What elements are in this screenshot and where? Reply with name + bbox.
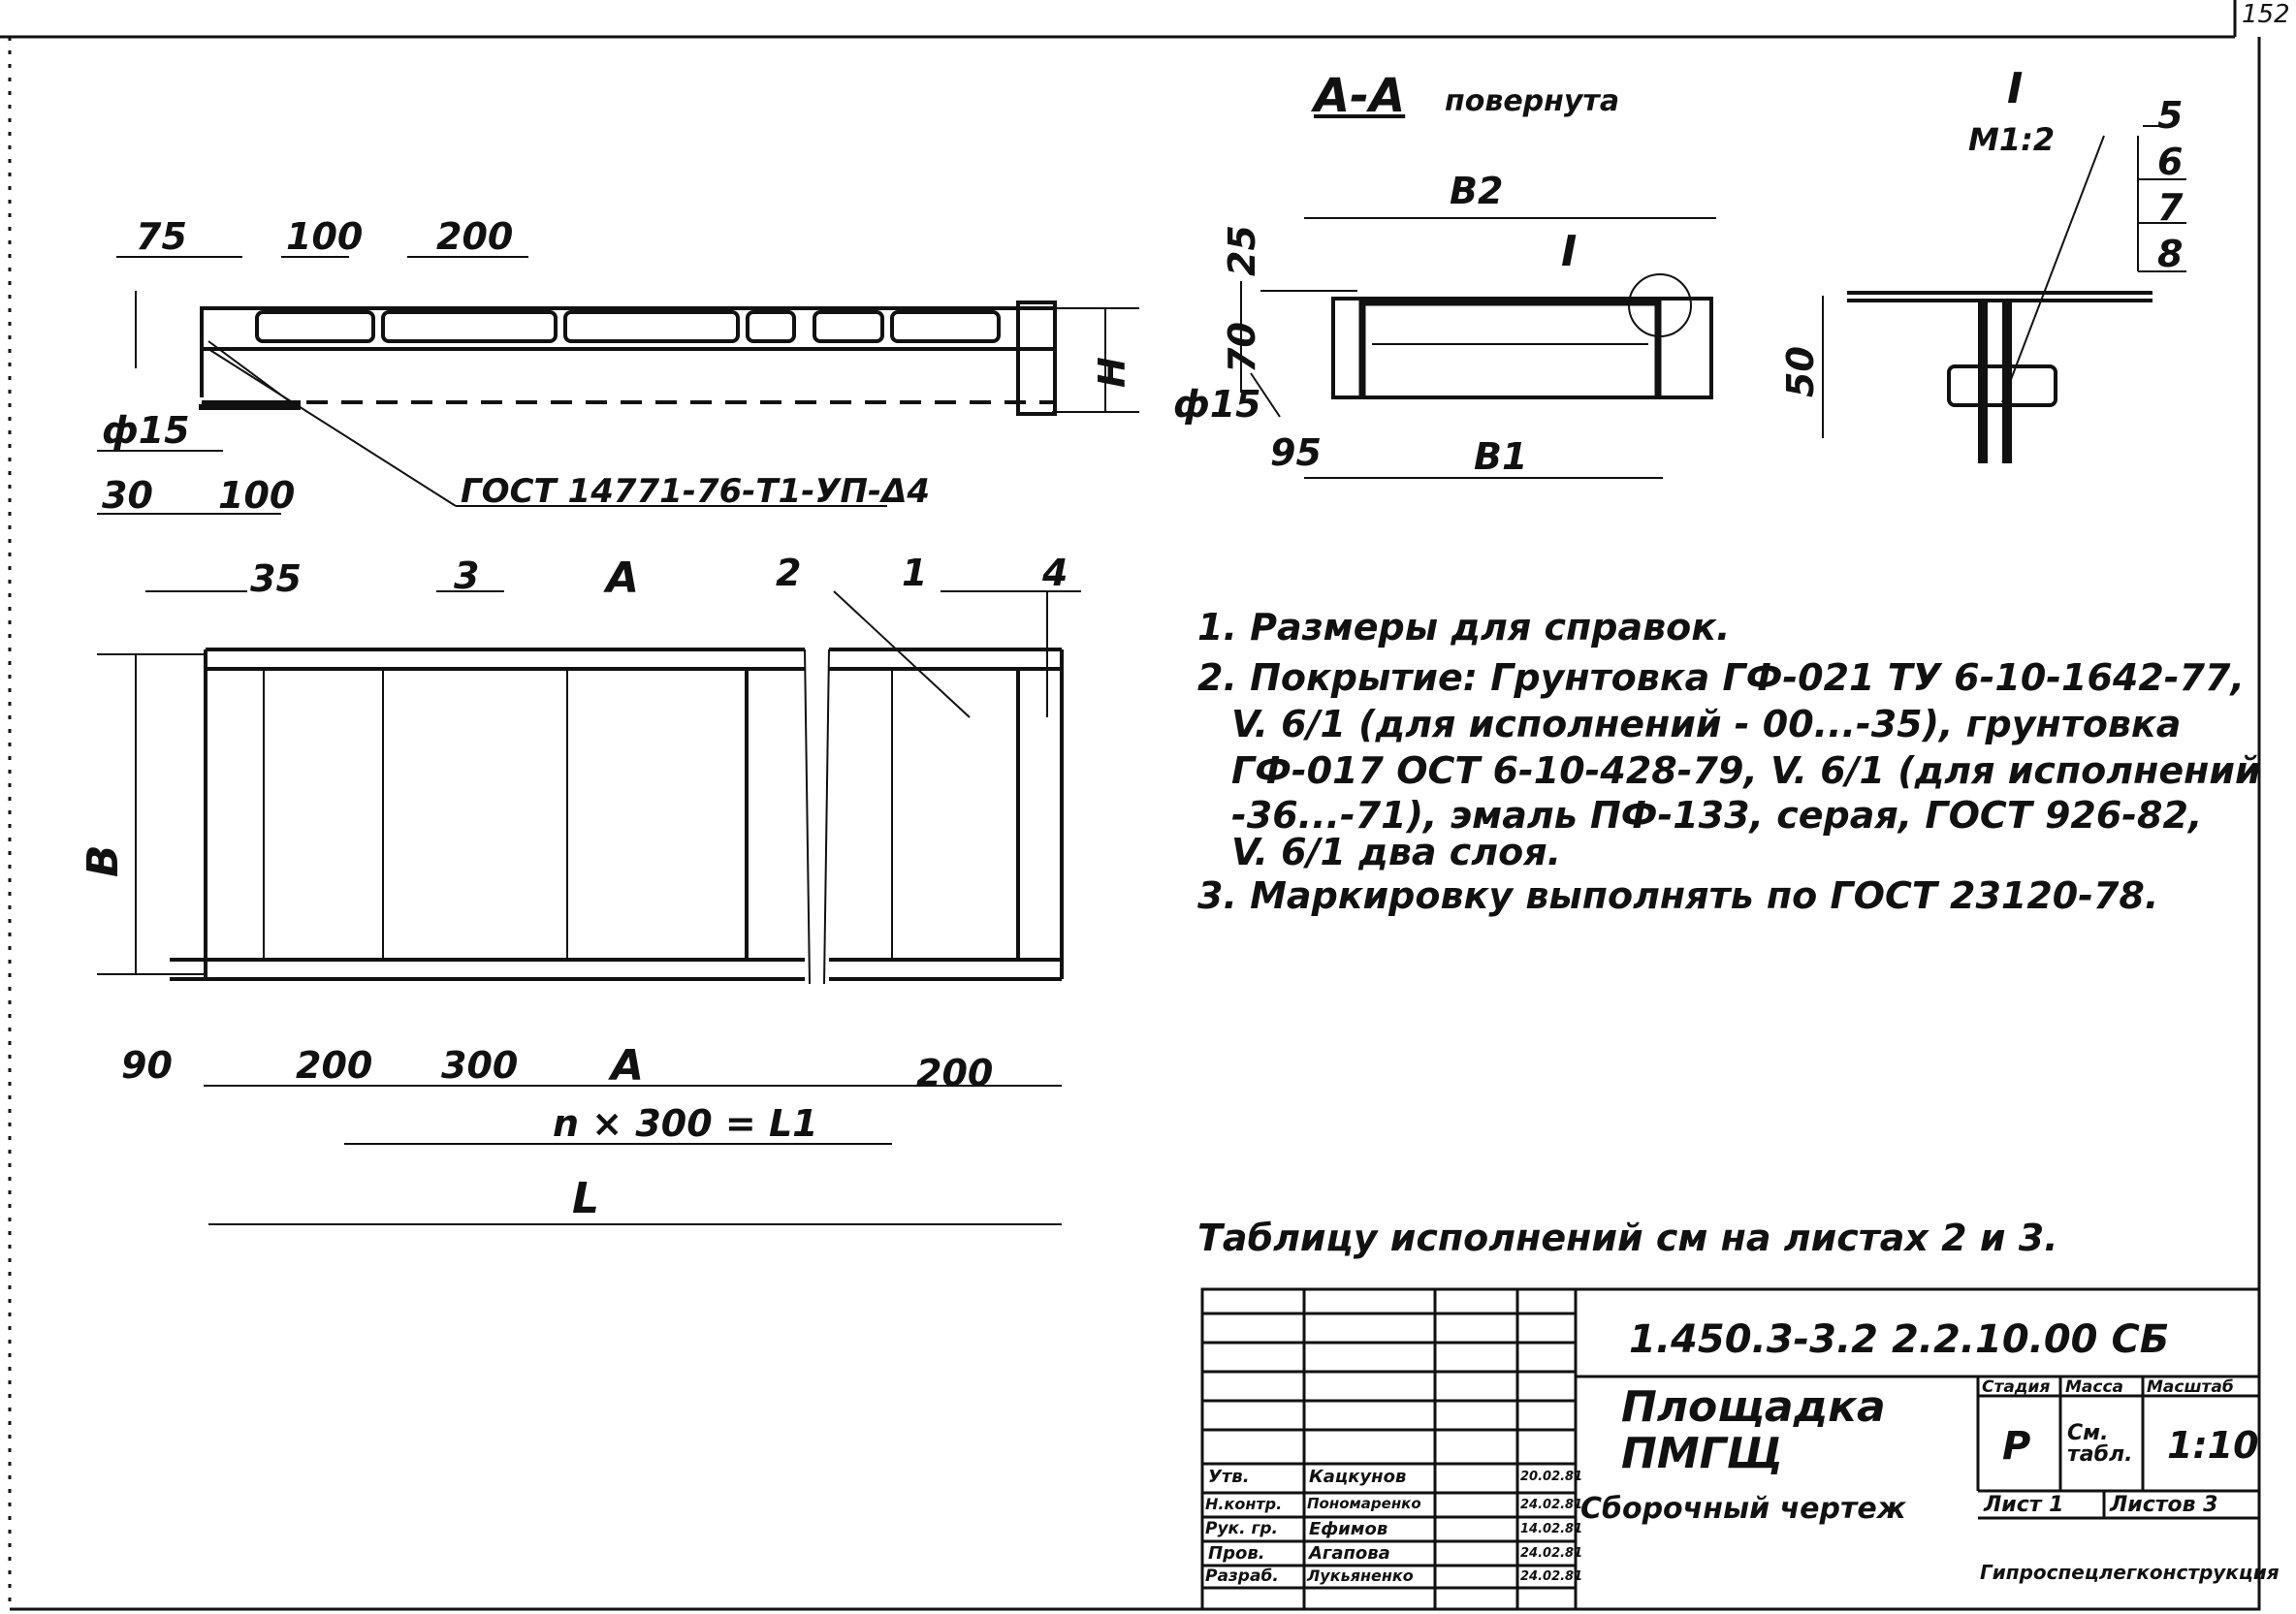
dim-90: 90 bbox=[121, 1044, 173, 1087]
sheets-value: Листов 3 bbox=[2110, 1493, 2218, 1517]
note-2-line-1: 2. Покрытие: Грунтовка ГФ-021 ТУ 6-10-16… bbox=[1197, 656, 2245, 699]
top-view-drawing bbox=[97, 256, 1139, 515]
dim-70: 70 bbox=[1221, 322, 1263, 373]
scale-header: Масштаб bbox=[2147, 1377, 2234, 1397]
note-2-line-3: ГФ-017 ОСТ 6-10-428-79, V. 6/1 (для испо… bbox=[1231, 749, 2261, 792]
stage-value: Р bbox=[2002, 1424, 2031, 1469]
role-3-date: 24.02.81 bbox=[1520, 1546, 1583, 1561]
drawing-name-line-1: Площадка bbox=[1621, 1382, 1886, 1432]
dim-25: 25 bbox=[1221, 225, 1263, 276]
dim-200-right: 200 bbox=[916, 1052, 994, 1094]
note-3: 3. Маркировку выполнять по ГОСТ 23120-78… bbox=[1197, 874, 2159, 917]
note-2-line-5: V. 6/1 два слоя. bbox=[1231, 831, 1562, 873]
role-0-date: 20.02.81 bbox=[1520, 1470, 1583, 1484]
note-1: 1. Размеры для справок. bbox=[1197, 606, 1731, 649]
dim-200-top: 200 bbox=[436, 215, 514, 258]
section-title: А-А bbox=[1314, 69, 1406, 123]
dim-formula-l1: n × 300 = L1 bbox=[553, 1102, 818, 1145]
detail-dim-50: 50 bbox=[1779, 346, 1822, 397]
callout-35: 35 bbox=[250, 557, 302, 600]
dim-200-left: 200 bbox=[296, 1044, 373, 1087]
table-note: Таблицу исполнений см на листах 2 и 3. bbox=[1197, 1217, 2058, 1259]
plan-view-drawing bbox=[97, 590, 1081, 1225]
detail-pos-5: 5 bbox=[2157, 94, 2184, 137]
detail-pos-8: 8 bbox=[2157, 233, 2184, 275]
role-1-date: 24.02.81 bbox=[1520, 1498, 1583, 1512]
role-3: Пров. bbox=[1208, 1543, 1265, 1564]
callout-a-bottom: А bbox=[611, 1041, 645, 1091]
dim-30: 30 bbox=[102, 474, 153, 517]
drawing-designation: 1.450.3-3.2 2.2.10.00 СБ bbox=[1629, 1317, 2170, 1362]
organization: Гипроспецлегконструкция bbox=[1980, 1561, 2280, 1584]
callout-a-top: А bbox=[606, 554, 640, 603]
role-3-name: Агапова bbox=[1309, 1543, 1390, 1564]
role-4-date: 24.02.81 bbox=[1520, 1569, 1583, 1584]
section-detail-mark: I bbox=[1561, 227, 1578, 276]
detail-label: I bbox=[2007, 64, 2024, 113]
title-block-grid bbox=[1200, 1287, 2261, 1611]
dim-100-bottom: 100 bbox=[218, 474, 296, 517]
callout-1: 1 bbox=[902, 552, 928, 594]
scale-value: 1:10 bbox=[2167, 1424, 2259, 1467]
section-subtitle: повернута bbox=[1445, 84, 1620, 118]
note-2-line-2: V. 6/1 (для исполнений - 00...-35), грун… bbox=[1231, 703, 2182, 745]
dim-h: H bbox=[1091, 357, 1133, 388]
role-4-name: Лукьяненко bbox=[1307, 1567, 1414, 1585]
role-4: Разраб. bbox=[1205, 1567, 1279, 1586]
dim-l: L bbox=[572, 1174, 600, 1223]
section-a-a-drawing bbox=[1240, 217, 1716, 479]
dim-100-top: 100 bbox=[286, 215, 364, 258]
detail-scale: М1:2 bbox=[1968, 121, 2056, 158]
sheet-number: 152 bbox=[2242, 0, 2290, 29]
dim-75: 75 bbox=[136, 215, 187, 258]
mass-header: Масса bbox=[2065, 1377, 2124, 1397]
drawing-name-line-2: ПМГЩ bbox=[1621, 1429, 1783, 1478]
role-1-name: Пономаренко bbox=[1307, 1495, 1421, 1512]
dim-b: B bbox=[79, 844, 128, 877]
dim-phi15-section: ф15 bbox=[1173, 383, 1261, 426]
dim-b2: B2 bbox=[1450, 170, 1504, 212]
callout-3: 3 bbox=[454, 554, 480, 597]
note-2-line-4: -36...-71), эмаль ПФ-133, серая, ГОСТ 92… bbox=[1231, 794, 2203, 837]
callout-2: 2 bbox=[776, 552, 802, 594]
role-2-date: 14.02.81 bbox=[1520, 1522, 1583, 1536]
role-2: Рук. гр. bbox=[1205, 1519, 1278, 1538]
role-1: Н.контр. bbox=[1205, 1495, 1283, 1513]
detail-i-drawing bbox=[1822, 125, 2186, 463]
dim-300: 300 bbox=[441, 1044, 519, 1087]
callout-4: 4 bbox=[1042, 552, 1068, 594]
dim-phi15-top: ф15 bbox=[102, 409, 190, 452]
mass-value: См. табл. bbox=[2067, 1421, 2133, 1467]
drawing-doc-type: Сборочный чертеж bbox=[1580, 1492, 1906, 1526]
stage-header: Стадия bbox=[1982, 1377, 2051, 1397]
detail-pos-6: 6 bbox=[2157, 141, 2184, 183]
role-2-name: Ефимов bbox=[1309, 1519, 1388, 1539]
dim-b1: B1 bbox=[1474, 435, 1528, 478]
gost-weld-label: ГОСТ 14771-76-Т1-УП-Δ4 bbox=[461, 472, 931, 511]
role-0: Утв. bbox=[1208, 1467, 1250, 1487]
role-0-name: Кацкунов bbox=[1309, 1467, 1407, 1487]
detail-pos-7: 7 bbox=[2157, 186, 2184, 229]
sheet-value: Лист 1 bbox=[1984, 1493, 2064, 1517]
dim-95: 95 bbox=[1270, 431, 1322, 474]
